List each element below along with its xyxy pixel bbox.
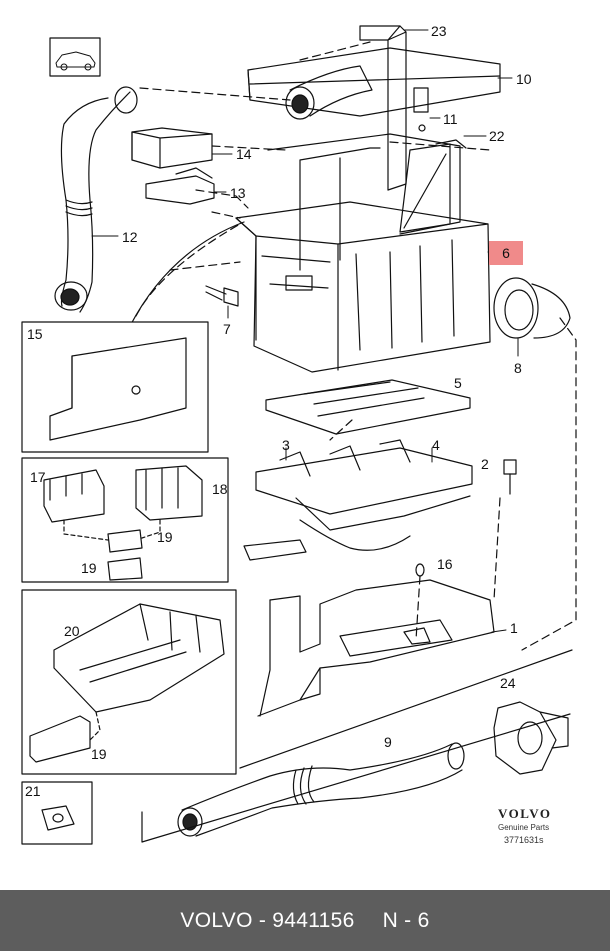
diagram-number: 3771631s [504,835,544,845]
inset-17-18-19 [21,457,229,583]
callout-19-a: 19 [157,529,173,545]
part-23-strap [359,25,407,191]
brand-subtitle: Genuine Parts [498,823,550,832]
callout-16: 16 [437,556,453,572]
callout-24: 24 [500,675,516,691]
part-10-filter-cover [247,47,501,120]
part-8-seal-ring [493,277,571,339]
part-24-flange [493,701,569,775]
car-thumbnail [49,37,101,77]
footer-part-label: VOLVO - 9441156 [180,908,355,932]
callout-18: 18 [212,481,228,497]
part-6-filter-housing [235,201,491,373]
leader-lines-top [139,41,491,271]
part-5-plate [265,379,471,435]
part-22-bracket [267,133,467,271]
callout-20: 20 [64,623,80,639]
inset-15 [21,321,209,453]
part-12-intake-hose [54,86,138,313]
brand-block: VOLVO Genuine Parts 3771631s [498,806,551,845]
part-14-relay [131,127,213,169]
inset-20-19 [21,589,237,775]
callout-19-b: 19 [81,560,97,576]
inset-21 [21,781,93,845]
guide-lines [129,221,573,843]
callout-7: 7 [223,321,231,337]
callout-17: 17 [30,469,46,485]
callout-4: 4 [432,437,440,453]
part-3-4-fuse-boards [243,439,473,561]
callout-3: 3 [282,437,290,453]
callout-23: 23 [431,23,447,39]
callout-12: 12 [122,229,138,245]
part-1-lower-tray [257,579,495,717]
callout-2: 2 [481,456,489,472]
exploded-parts-diagram [21,25,577,845]
callout-14: 14 [236,146,252,162]
callout-13: 13 [230,185,246,201]
brand-logo: VOLVO [498,806,552,821]
footer-bar: VOLVO - 9441156 N - 6 [0,890,610,951]
part-7-bolt [205,285,239,307]
callout-10: 10 [516,71,532,87]
callout-1: 1 [510,620,518,636]
callout-8: 8 [514,360,522,376]
part-13-clip [145,167,215,205]
part-2-bolt [503,459,517,495]
callout-15: 15 [27,326,43,342]
callout-9: 9 [384,734,392,750]
footer-position: N - 6 [382,908,430,932]
part-11-screw [413,87,429,132]
callout-11: 11 [443,111,458,127]
callout-19-c: 19 [91,746,107,762]
leader-lines-bottom [135,223,577,651]
callout-6-highlighted: 6 [489,241,523,265]
callout-5: 5 [454,375,462,391]
part-9-hose [177,742,465,837]
callout-21: 21 [25,783,41,799]
callout-22: 22 [489,128,505,144]
part-16-screw [415,563,425,577]
